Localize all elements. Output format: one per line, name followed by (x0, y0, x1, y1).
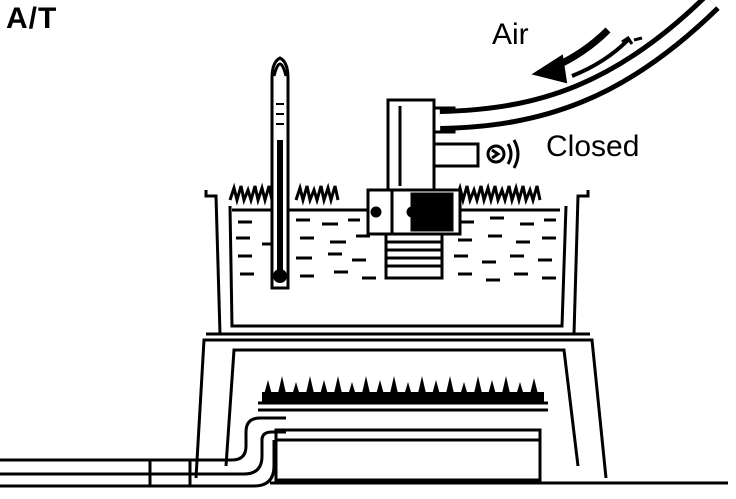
burner-flame-icon (262, 376, 544, 402)
gas-pipe (0, 416, 286, 488)
stove-body (194, 338, 608, 482)
air-arrow-icon (531, 27, 643, 84)
air-hose (439, 0, 720, 131)
water-ripples (236, 216, 556, 282)
sound-icon (486, 139, 520, 169)
thermometer-icon (270, 56, 290, 290)
water-bath-icon (204, 190, 590, 336)
air-label: Air (492, 18, 529, 51)
diagram-title: A/T (6, 2, 58, 35)
closed-label: Closed (546, 130, 640, 163)
thermo-valve-icon (366, 98, 480, 280)
